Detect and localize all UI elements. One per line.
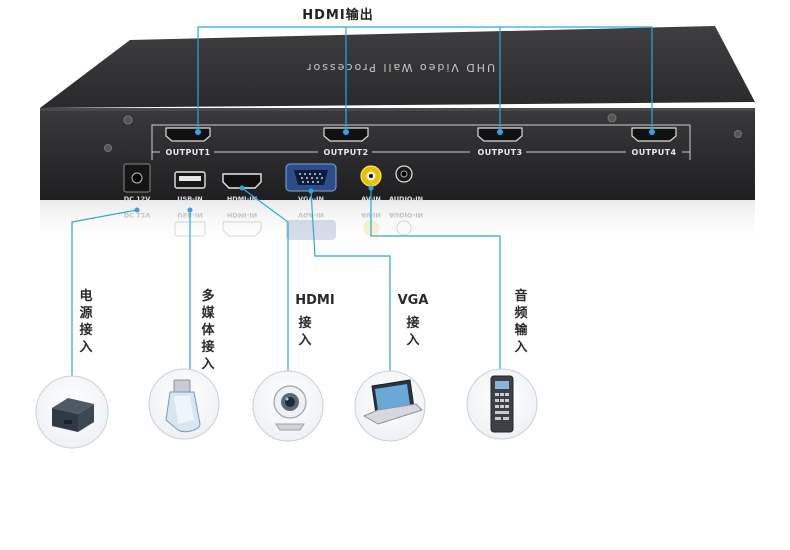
label-char: 体 (201, 322, 215, 338)
label-char: 电 (79, 288, 92, 304)
port-label: DC 12V (124, 195, 151, 203)
port-label-reflection: VGA-IN (298, 211, 324, 219)
label-char: 接 (406, 315, 419, 331)
output-connector-lines (197, 26, 653, 132)
power-adapter-icon (52, 398, 94, 432)
av-port (360, 165, 382, 187)
vga-port (285, 163, 337, 192)
label-char: 多 (201, 288, 214, 304)
label-char: 源 (79, 305, 92, 321)
input-label-multimedia: 多 媒 体 接 入 (201, 288, 215, 372)
label-char: 入 (298, 333, 311, 348)
output-bracket (151, 124, 691, 160)
label-char: 接 (298, 315, 311, 331)
usb-drive-circle (148, 368, 220, 440)
port-label-reflection: AUDIO-IN (389, 211, 423, 219)
label-char: 入 (514, 340, 527, 355)
device-front-panel (40, 108, 755, 200)
input-label-power: 电 源 接 入 (79, 288, 92, 355)
laptop-circle (354, 370, 426, 442)
laptop-icon (362, 379, 423, 425)
label-char: VGA (398, 293, 429, 308)
port-label: AUDIO-IN (389, 195, 423, 203)
usb-drive-icon (165, 379, 201, 433)
output-label: OUTPUT4 (632, 148, 677, 157)
port-label-reflection: HDMI-IN (227, 211, 257, 219)
input-label-vga: VGA 接 入 (398, 293, 429, 348)
label-char: HDMI (295, 293, 334, 308)
audio-device-circle (466, 368, 538, 440)
hdmi-input-port (222, 173, 262, 189)
label-char: 接 (201, 339, 214, 355)
hdmi-output-title: HDMI输出 (302, 7, 373, 23)
label-char: 入 (79, 340, 92, 355)
screw-icon (734, 130, 742, 138)
port-label: HDMI-IN (227, 195, 257, 203)
output-label: OUTPUT3 (478, 148, 523, 157)
input-label-hdmi: HDMI 接 入 (295, 293, 334, 348)
label-char: 入 (406, 333, 419, 348)
usb-port (174, 171, 206, 189)
label-char: 接 (79, 322, 92, 338)
input-connector-lines (71, 187, 501, 382)
screw-icon (123, 115, 133, 125)
remote-audio-icon (490, 375, 514, 433)
device-top-panel (40, 26, 755, 108)
output-label: OUTPUT1 (166, 148, 211, 157)
webcam-circle (252, 370, 324, 442)
label-char: 媒 (201, 305, 215, 321)
brand-text: UHD Video Wall Processor (305, 61, 495, 74)
input-label-audio: 音 频 输 入 (514, 288, 528, 355)
screw-icon (607, 113, 617, 123)
label-char: 输 (514, 322, 528, 338)
hdmi-output-port-4 (631, 127, 677, 142)
port-label-reflection: DC 12V (124, 211, 151, 219)
label-char: 音 (514, 288, 527, 304)
label-char: 入 (201, 357, 214, 372)
webcam-icon (273, 385, 307, 431)
screw-icon (104, 144, 112, 152)
power-adapter-circle (35, 375, 109, 449)
port-label: USB-IN (177, 195, 202, 203)
label-char: 频 (514, 305, 527, 321)
output-label: OUTPUT2 (324, 148, 369, 157)
audio-port (395, 165, 413, 183)
device-reflection (40, 200, 755, 246)
dc-power-port (123, 163, 151, 193)
hdmi-output-port-1 (165, 127, 211, 142)
